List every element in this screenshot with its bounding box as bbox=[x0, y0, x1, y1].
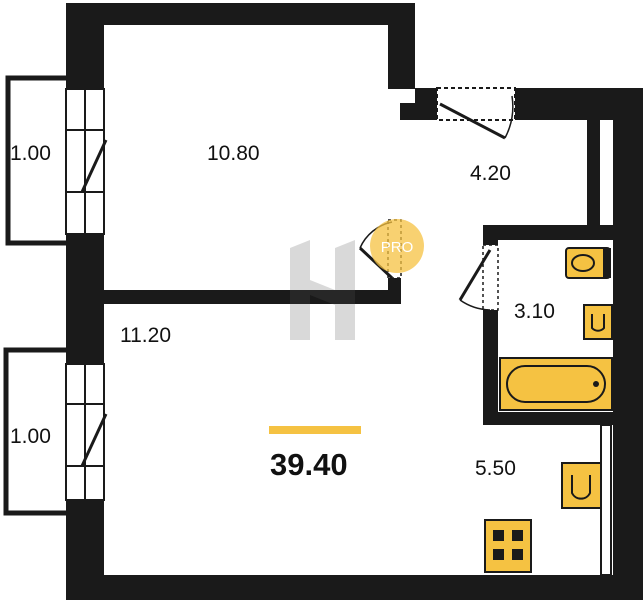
bathtub-icon bbox=[499, 357, 613, 411]
room-area-bathroom: 3.10 bbox=[514, 300, 555, 323]
room-area-balcony-bottom: 1.00 bbox=[10, 425, 51, 448]
toilet-icon bbox=[565, 247, 611, 279]
room-area-hallway: 4.20 bbox=[470, 162, 511, 185]
total-area: 39.40 bbox=[270, 447, 348, 482]
entrance-door bbox=[436, 87, 516, 140]
walls bbox=[66, 3, 643, 600]
stove-icon bbox=[484, 519, 532, 573]
total-area-underline bbox=[269, 426, 361, 434]
room-area-living: 11.20 bbox=[120, 324, 171, 347]
room-area-bedroom: 10.80 bbox=[207, 142, 260, 165]
letter-h-watermark bbox=[290, 240, 355, 340]
pro-badge-text: PRO bbox=[381, 239, 414, 256]
bathroom-door bbox=[458, 244, 499, 311]
room-area-balcony-top: 1.00 bbox=[10, 142, 51, 165]
pro-badge: PRO bbox=[370, 219, 424, 273]
sink-icon bbox=[583, 304, 613, 340]
balcony-bottom bbox=[3, 347, 68, 516]
sink-icon bbox=[561, 462, 602, 509]
balcony-top bbox=[5, 75, 68, 246]
window-bottom bbox=[65, 363, 108, 501]
window-top bbox=[65, 88, 108, 235]
room-area-kitchen: 5.50 bbox=[475, 457, 516, 480]
